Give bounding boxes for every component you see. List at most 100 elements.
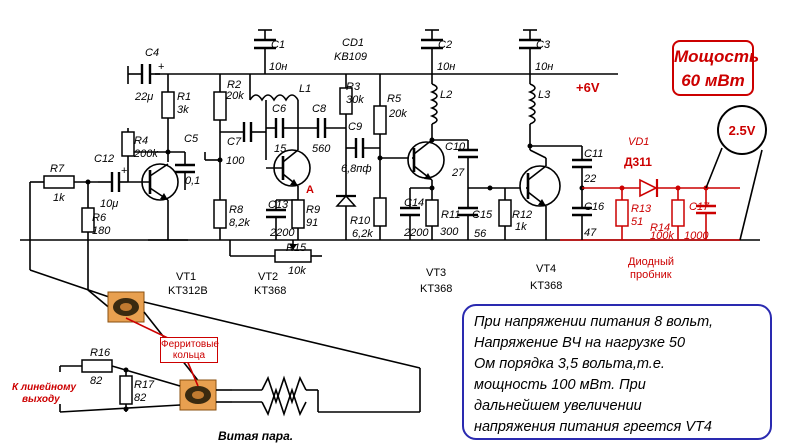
svg-text:+: + [121,165,127,177]
c3-value: 10н [535,61,553,73]
resistor-r1: R1 3k [161,91,191,119]
resistor-r7: R7 1k [43,163,75,204]
c2-ref: C2 [438,39,452,51]
r15-ref: R15 [286,242,307,254]
l1-ref: L1 [299,83,311,95]
r12-value: 1k [515,221,527,233]
r16-value: 82 [90,375,102,387]
r10-value: 6,2k [352,228,373,240]
resistor-r6: R6 180 [81,207,111,237]
resistor-r16: R16 82 [81,347,113,387]
cap-c14: C14 2200 [400,188,429,240]
c4-value: 22μ [134,91,153,103]
c17-ref: C17 [689,201,710,213]
cap-c4: + C4 22μ [127,47,164,103]
test-point-a: A [306,184,314,196]
resistor-r13: R13 51 [615,199,652,228]
c3-ref: C3 [536,39,551,51]
c16-value: 47 [584,227,597,239]
c11-value: 22 [583,173,596,185]
cap-c6: C6 15 [266,103,298,155]
ferrite-label-2: кольца [172,350,206,361]
cap-c2: C2 10н [421,29,455,74]
r7-ref: R7 [50,163,65,175]
c5-value: 0,1 [185,175,200,187]
cap-c9: C9 6,8пф [341,121,380,175]
cap-c12: + C12 10μ [94,153,128,210]
cd1-ref: CD1 [342,37,364,49]
r13-ref: R13 [631,203,652,215]
note-line-1: При напряжении питания 8 вольт, [474,314,714,330]
c2-value: 10н [437,61,455,73]
c9-ref: C9 [348,121,362,133]
c1-ref: C1 [271,39,285,51]
c8-value: 560 [312,143,331,155]
c16-ref: C16 [584,201,605,213]
c7-value: 100 [226,155,245,167]
resistor-r17: R17 82 [119,375,155,405]
ferrite-callout: Ферритовые кольца [160,337,219,363]
cap-c8: C8 560 [298,103,346,155]
r2-value: 20k [225,90,244,102]
twisted-pair-label: Витая пара. [218,429,293,443]
r4-ref: R4 [134,135,148,147]
r11-value: 300 [440,226,459,238]
cap-c1: C1 10н [254,29,287,74]
twisted-pair-symbol [261,375,307,405]
c14-value: 2200 [403,227,429,239]
r17-ref: R17 [134,379,155,391]
r13-value: 51 [631,216,643,228]
svg-text:+: + [158,61,164,73]
cap-c15: C15 56 [458,188,493,240]
note-line-5: дальнейшем увеличении [474,398,642,414]
cd1-type: KB109 [334,51,367,63]
c12-ref: C12 [94,153,114,165]
vt4-type: KT368 [530,280,562,292]
probe-label-1: Диодный [628,256,674,268]
c14-ref: C14 [404,197,424,209]
r14-value: 100k [650,230,674,242]
r17-value: 82 [134,392,146,404]
transistor-vt1 [128,163,179,240]
vt2-ref: VT2 [258,271,278,283]
c17-value: 1000 [684,230,709,242]
resistor-r4: R4 200k [121,131,158,160]
r6-value: 180 [92,225,111,237]
r12-ref: R12 [512,209,532,221]
c5-ref: C5 [184,133,199,145]
r5-ref: R5 [387,93,402,105]
r14-ref: R14 [650,222,670,234]
r8-value: 8,2k [229,217,250,229]
transistor-vt3 [407,139,445,181]
resistor-r8: R8 8,2k [213,199,250,229]
l2-ref: L2 [440,89,452,101]
c13-ref: C13 [268,199,289,211]
meter-reading: 2.5V [729,123,756,138]
note-line-3: Ом порядка 3,5 вольта,т.е. [474,356,665,372]
note-line-2: Напряжение ВЧ на нагрузке 50 [474,335,686,351]
r15-value: 10k [288,265,306,277]
r6-ref: R6 [92,212,107,224]
cap-c13: C13 2200 [266,199,295,240]
vt3-type: KT368 [420,283,452,295]
resistor-r14: R14 100k [650,199,685,242]
cap-c16: C16 47 [572,188,605,240]
l3-ref: L3 [538,89,551,101]
vt1-type: KT312B [168,285,208,297]
power-title: Мощость [674,47,760,66]
vd1-type: Д311 [624,155,652,169]
cap-c5: C5 0,1 [175,133,200,190]
output-label-2: выходу [22,394,60,405]
power-value: 60 мВт [681,71,745,90]
note-line-4: мощность 100 мВт. При [474,377,646,393]
cap-c17: C17 1000 [684,188,716,242]
cap-c11: C11 22 [530,145,603,188]
ferrite-label-1: Ферритовые [161,339,219,350]
resistor-r5: R5 20k [373,93,407,135]
r9-value: 91 [306,217,318,229]
note-line-6: напряжения питания греется VT4 [474,419,712,435]
cap-c10: C10 27 [432,139,478,188]
twisted-pair-symbol-2 [261,387,307,417]
vd1-ref: VD1 [628,136,649,148]
